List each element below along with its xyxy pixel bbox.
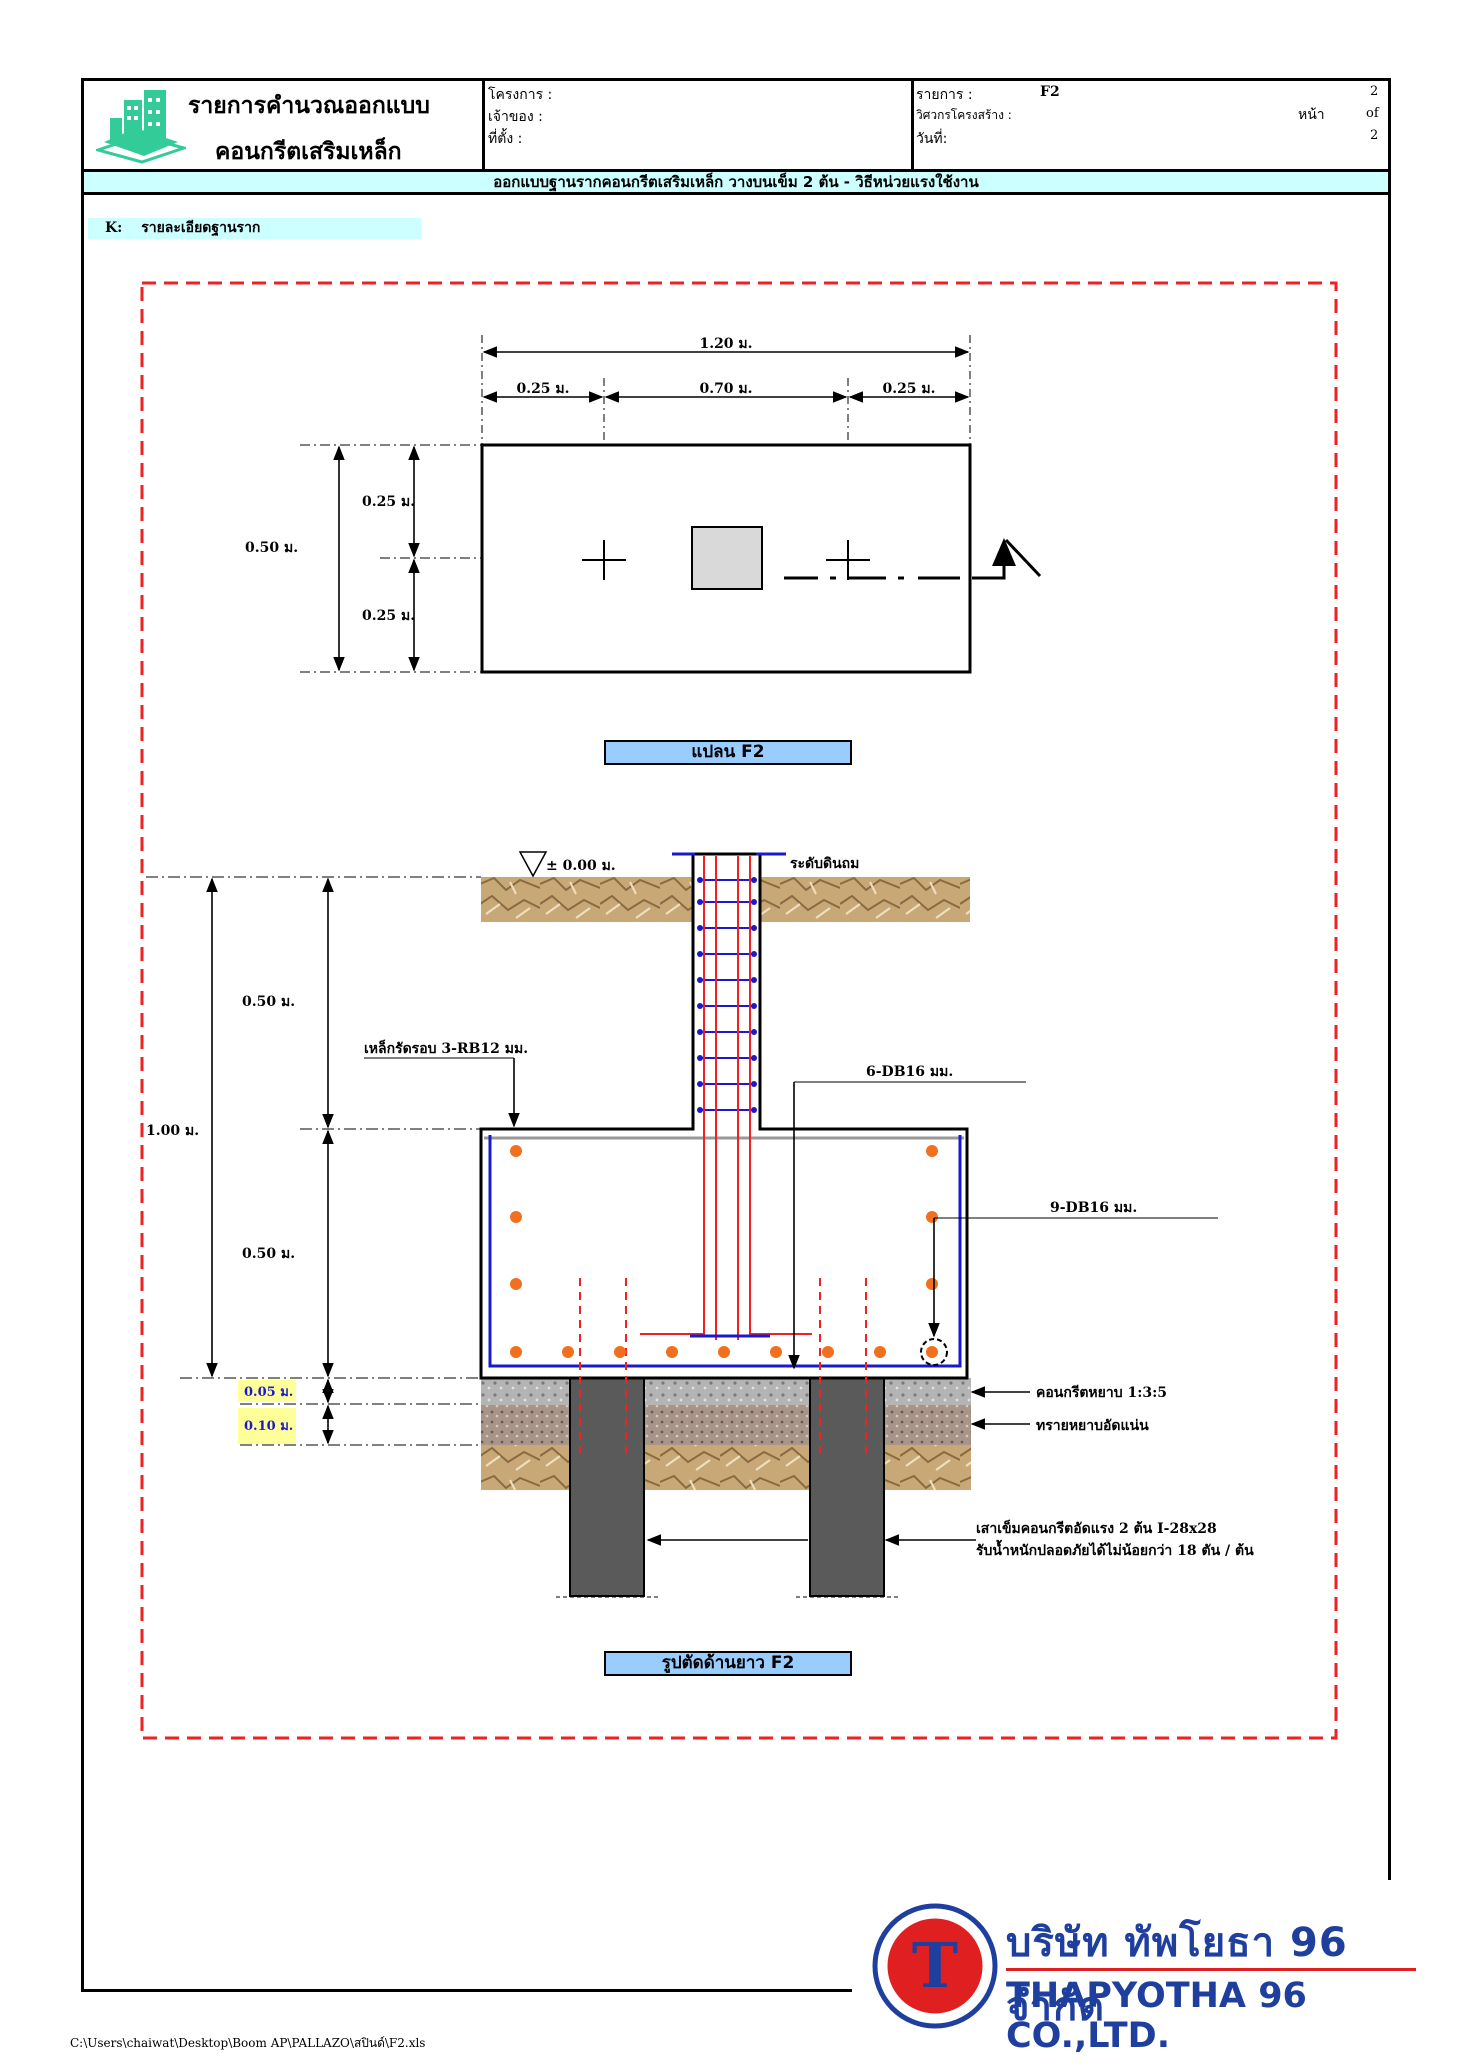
company-name-en: THAPYOTHA 96 CO.,LTD. xyxy=(1006,1976,1307,2056)
fill-ground-label: ระดับดินถม xyxy=(790,856,859,872)
section-footing-outline xyxy=(479,852,969,1380)
engineer-label: วิศวกรโครงสร้าง : xyxy=(916,108,1012,122)
owner-label: เจ้าของ : xyxy=(488,109,543,125)
page-total: 2 xyxy=(1370,128,1379,143)
date-label: วันที่: xyxy=(916,131,948,147)
section-dim-upper: 0.50 ม. xyxy=(242,994,295,1010)
plan-dim-bottom-half: 0.25 ม. xyxy=(362,608,415,624)
sand-label: ทรายหยาบอัดแน่น xyxy=(1036,1418,1149,1434)
section-label: K: รายละเอียดฐานราก xyxy=(88,218,421,239)
column-ties xyxy=(700,879,754,1111)
plan-column xyxy=(691,526,763,590)
company-name-th: บริษัท ทัพโยธา 96 จำกัด xyxy=(1006,1920,1348,2030)
plan-dim-middle: 0.70 ม. xyxy=(699,381,752,397)
header xyxy=(84,81,1388,172)
section-dim-lower: 0.50 ม. xyxy=(242,1246,295,1262)
plan-dim-left: 0.25 ม. xyxy=(516,381,569,397)
location-label: ที่ตั้ง : xyxy=(488,131,523,147)
column-bar-label: 6-DB16 มม. xyxy=(866,1064,953,1080)
pile-dowels xyxy=(579,1278,867,1460)
design-banner: ออกแบบฐานรากคอนกรีตเสริมเหล็ก วางบนเข็ม … xyxy=(84,172,1388,195)
project-label: โครงการ : xyxy=(488,87,553,103)
section-cut-line xyxy=(784,560,1006,580)
file-path-footer: C:\Users\chaiwat\Desktop\Boom AP\PALLAZO… xyxy=(70,2036,426,2050)
rebar-dots xyxy=(510,1145,938,1358)
pile-right xyxy=(809,1367,885,1597)
page-number: 2 xyxy=(1370,84,1379,99)
plan-dim-total-width: 1.20 ม. xyxy=(699,336,752,352)
header-title-line1: รายการคำนวณออกแบบ xyxy=(188,93,430,119)
pile-label-line1: เสาเข็มคอนกรีตอัดแรง 2 ต้น I-28x28 xyxy=(976,1519,1217,1537)
bottom-bar-label: 9-DB16 มม. xyxy=(1050,1200,1137,1216)
item-value: F2 xyxy=(1040,84,1060,100)
section-text: รายละเอียดฐานราก xyxy=(141,220,261,236)
section-dim-lean: 0.05 ม. xyxy=(244,1385,293,1400)
item-label: รายการ : xyxy=(916,87,973,103)
page-frame xyxy=(81,78,1391,1992)
plan-dim-total-height: 0.50 ม. xyxy=(245,540,298,556)
plan-view: 1.20 ม. 0.25 ม. 0.70 ม. 0.25 ม. 0.50 ม. … xyxy=(245,335,1042,674)
plan-dim-right: 0.25 ม. xyxy=(882,381,935,397)
page-of: of xyxy=(1366,106,1379,121)
section-key: K: xyxy=(105,220,123,236)
page-label: หน้า xyxy=(1298,107,1325,123)
pile-label-line2: รับน้ำหนักปลอดภัยได้ไม่น้อยกว่า 18 ตัน /… xyxy=(976,1539,1254,1559)
column-main-bars xyxy=(640,856,812,1340)
company-emblem-icon: T xyxy=(872,1903,998,2029)
building-logo-icon xyxy=(96,90,186,164)
ground-level-value: ± 0.00 ม. xyxy=(546,858,616,874)
section-view: ± 0.00 ม. ระดับดินถม 1.00 ม. 0.50 ม. 0.5… xyxy=(146,851,1254,1598)
header-divider-2 xyxy=(911,81,914,169)
section-cut-arrow xyxy=(992,538,1016,566)
pile-left xyxy=(569,1367,645,1597)
section-dim-total: 1.00 ม. xyxy=(146,1123,199,1139)
pile-center-marks xyxy=(582,540,870,580)
stirrup-label: เหล็กรัดรอบ 3-RB12 มม. xyxy=(364,1039,528,1057)
header-title-line2: คอนกรีตเสริมเหล็ก xyxy=(215,139,402,165)
section-caption: รูปตัดด้านยาว F2 xyxy=(604,1651,852,1676)
drawing-border xyxy=(140,281,1338,1740)
logo-divider xyxy=(1006,1968,1416,1971)
header-divider-1 xyxy=(482,81,485,169)
plan-caption: แปลน F2 xyxy=(604,740,852,765)
lean-concrete-label: คอนกรีตหยาบ 1:3:5 xyxy=(1036,1385,1167,1401)
section-dim-sand: 0.10 ม. xyxy=(244,1419,293,1434)
plan-dim-top-half: 0.25 ม. xyxy=(362,494,415,510)
emblem-letter: T xyxy=(912,1929,958,2002)
